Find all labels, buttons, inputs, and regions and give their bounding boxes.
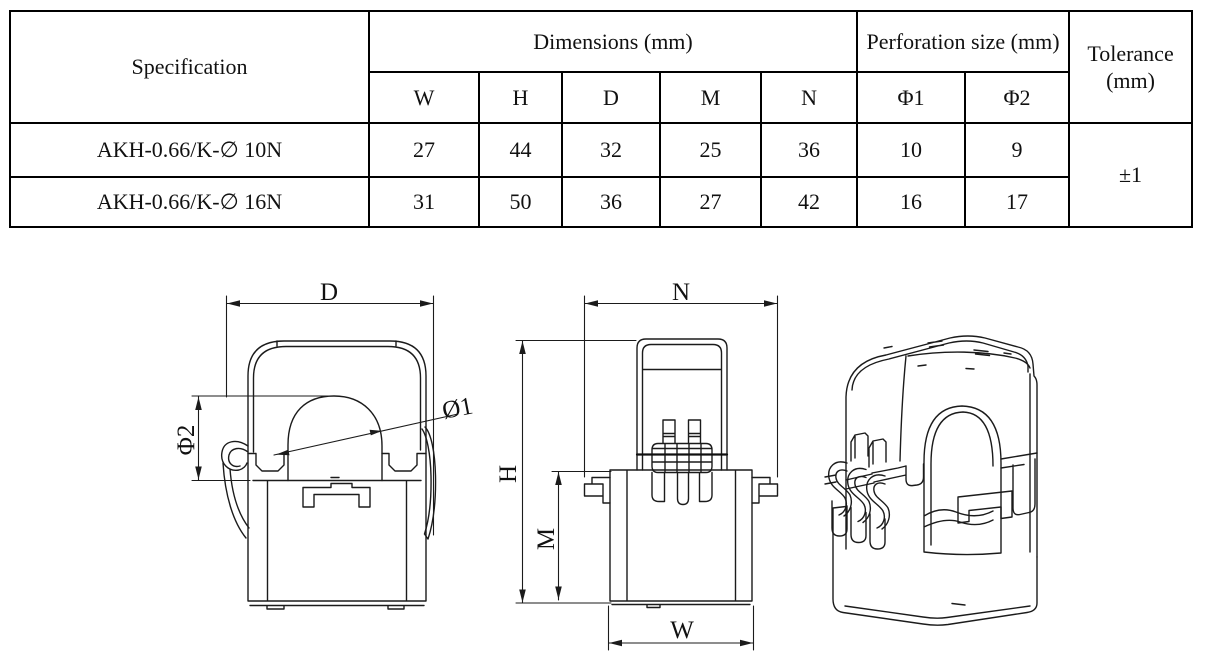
col-header-phi2: Φ2	[964, 71, 1071, 124]
dim-label-phi2: Φ2	[173, 425, 200, 456]
cell-16n-w: 31	[368, 176, 480, 228]
dim-w: W	[607, 605, 755, 651]
side-view-drawing: N H M W	[495, 279, 779, 651]
terminal-blade	[850, 432, 869, 462]
iso-split-band	[845, 452, 1038, 516]
iso-base	[832, 505, 1038, 626]
spec-name-10n: AKH-0.66/K-∅ 10N	[9, 122, 370, 178]
dim-n: N	[583, 279, 779, 478]
cell-16n-phi2: 17	[964, 176, 1071, 228]
col-header-n: N	[759, 71, 859, 124]
front-din-clip	[302, 482, 371, 508]
front-hole-outline	[287, 395, 383, 482]
dim-label-phi1: Ø1	[440, 392, 475, 424]
dim-depth: D	[225, 279, 435, 536]
table-row: AKH-0.66/K-∅ 10N 27 44 32 25 36 10 9 ±1	[9, 122, 1194, 228]
dim-phi2-arrow-top	[195, 397, 202, 410]
cell-10n-phi2: 9	[964, 122, 1071, 178]
dim-h-arrow-top	[519, 341, 526, 354]
terminal-tab	[824, 474, 837, 485]
col-header-h: H	[478, 71, 563, 124]
front-release-tab	[421, 426, 437, 540]
dim-w-arrow-right	[740, 639, 753, 647]
col-header-m: M	[659, 71, 762, 124]
cell-16n-h: 50	[478, 176, 563, 228]
dim-h-arrow-bottom	[519, 589, 526, 603]
dim-depth-arrow-right	[420, 300, 433, 307]
cell-10n-d: 32	[561, 122, 661, 178]
terminal-bosses	[831, 500, 886, 550]
cell-tolerance: ±1	[1068, 122, 1194, 228]
cell-10n-h: 44	[478, 122, 563, 178]
col-header-w: W	[368, 71, 480, 124]
cell-16n-m: 27	[659, 176, 762, 228]
cell-10n-m: 25	[659, 122, 762, 178]
terminal-blade	[868, 438, 887, 468]
col-group-perforation: Perforation size (mm)	[856, 10, 1071, 73]
dim-phi1-leader	[273, 413, 459, 456]
iso-din-clip	[957, 490, 1013, 524]
dim-phi1: Ø1	[273, 392, 475, 456]
side-clips	[583, 476, 779, 504]
dim-label-d: D	[320, 279, 338, 306]
dim-phi1-arrow-left	[276, 449, 290, 456]
spec-name-16n: AKH-0.66/K-∅ 16N	[9, 176, 370, 228]
terminal-hook	[828, 461, 853, 517]
col-header-specification: Specification	[9, 10, 370, 124]
cell-10n-phi1: 10	[856, 122, 967, 178]
dim-w-arrow-left	[609, 639, 622, 647]
dim-label-m: M	[533, 528, 560, 550]
dim-depth-arrow-left	[227, 300, 240, 307]
iso-terminals	[824, 432, 891, 550]
side-terminals	[651, 419, 713, 506]
dim-depth-extension-lines	[225, 295, 435, 536]
dim-label-h: H	[495, 465, 522, 483]
front-view-drawing: D Φ2 Ø1	[173, 279, 475, 610]
iso-arch-opening	[923, 405, 1002, 556]
dim-label-n: N	[672, 279, 690, 306]
col-header-d: D	[561, 71, 661, 124]
front-split-line	[247, 452, 427, 482]
cell-16n-phi1: 16	[856, 176, 967, 228]
dim-h-extension-lines	[515, 339, 637, 604]
dim-m: M	[533, 470, 612, 601]
dim-phi2: Φ2	[173, 395, 333, 482]
dim-m-arrow-top	[555, 472, 562, 485]
dim-n-arrow-right	[764, 300, 777, 307]
cell-16n-d: 36	[561, 176, 661, 228]
cell-10n-w: 27	[368, 122, 480, 178]
front-latch	[221, 440, 250, 539]
col-header-tolerance: Tolerance (mm)	[1068, 10, 1194, 124]
dim-phi2-arrow-bottom	[195, 466, 202, 480]
side-body	[609, 469, 753, 609]
side-housing	[636, 338, 728, 471]
iso-body	[845, 335, 1038, 558]
dim-h: H	[495, 339, 637, 604]
dim-phi2-extension-lines	[191, 395, 333, 482]
front-outline	[247, 340, 427, 610]
dim-m-arrow-bottom	[555, 586, 562, 600]
col-header-phi1: Φ1	[856, 71, 967, 124]
terminal-hook	[847, 467, 872, 524]
iso-view-drawing	[824, 335, 1038, 626]
terminal-hook	[866, 474, 891, 530]
cell-10n-n: 36	[759, 122, 859, 178]
table-row: AKH-0.66/K-∅ 16N 31 50 36 27 42 16 17	[9, 176, 1192, 228]
dim-label-w: W	[670, 617, 694, 644]
cell-16n-n: 42	[759, 176, 859, 228]
col-group-dimensions: Dimensions (mm)	[367, 10, 859, 73]
dim-n-extension-lines	[583, 295, 779, 478]
dim-phi1-arrow-right	[369, 429, 382, 436]
spec-table: Specification Dimensions (mm) Perforatio…	[9, 10, 1194, 228]
dim-n-arrow-left	[585, 300, 598, 307]
